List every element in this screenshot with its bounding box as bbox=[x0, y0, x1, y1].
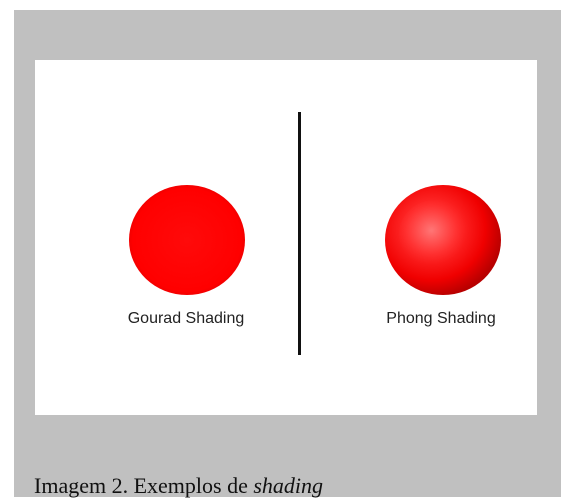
figure-frame: Gourad Shading bbox=[14, 10, 561, 499]
caption-prefix: Imagem 2. Exemplos de bbox=[34, 473, 254, 498]
phong-label: Phong Shading bbox=[386, 310, 496, 327]
phong-sphere bbox=[383, 182, 503, 302]
gourad-sphere bbox=[127, 182, 247, 302]
figure-caption: Imagem 2. Exemplos de shading bbox=[34, 473, 323, 499]
figure-panel: Gourad Shading bbox=[35, 60, 537, 415]
caption-emphasis: shading bbox=[253, 473, 324, 498]
divider-line bbox=[298, 112, 301, 355]
gourad-label: Gourad Shading bbox=[127, 310, 245, 327]
